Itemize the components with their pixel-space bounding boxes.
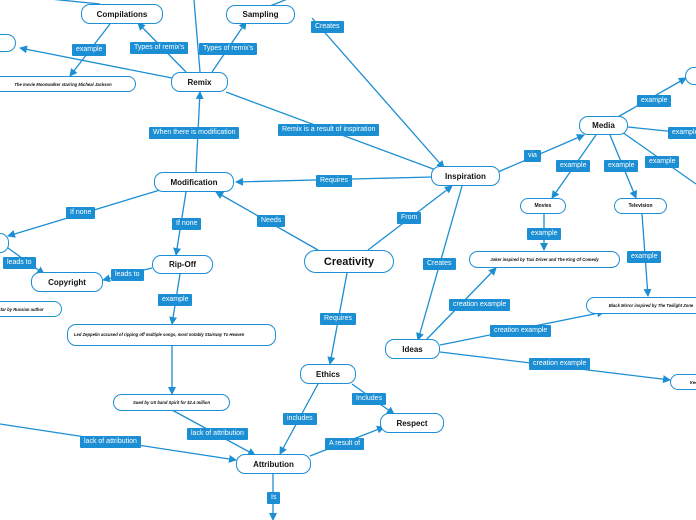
node-remix[interactable]: Remix bbox=[171, 72, 228, 92]
node-moonwalker[interactable]: The movie Moonwalker starring Micheal Ja… bbox=[0, 76, 136, 92]
label-creation-example-2: creation example bbox=[490, 325, 552, 337]
node-inspiration[interactable]: Inspiration bbox=[431, 166, 500, 186]
label-a-result-of: A result of bbox=[325, 438, 365, 450]
label-from: From bbox=[397, 212, 422, 224]
label-if-none-2: If none bbox=[172, 218, 202, 230]
label-example-zeppelin: example bbox=[158, 294, 193, 306]
node-zeppelin[interactable]: Led Zeppelin accused of ripping off mult… bbox=[67, 324, 276, 346]
label-includes-2: includes bbox=[283, 413, 317, 425]
node-attribution[interactable]: Attribution bbox=[236, 454, 311, 474]
label-types-of-remix-1: Types of remix's bbox=[130, 42, 189, 54]
label-if-none-1: If none bbox=[66, 207, 96, 219]
label-example-movies: example bbox=[556, 160, 591, 172]
node-media[interactable]: Media bbox=[579, 116, 628, 135]
node-keep[interactable]: Keep bbox=[670, 374, 696, 390]
node-sampling[interactable]: Sampling bbox=[226, 5, 295, 24]
node-sued[interactable]: Sued by US band Spirit for $2.4 million bbox=[113, 394, 230, 411]
label-example-tv: example bbox=[604, 160, 639, 172]
edge-sampling-top bbox=[269, 0, 287, 7]
node-copyright[interactable]: Copyright bbox=[31, 272, 103, 292]
edge-remix-left bbox=[19, 45, 173, 79]
edge-top-inspiration bbox=[311, 17, 445, 169]
node-creativity[interactable]: Creativity bbox=[304, 250, 394, 273]
label-creation-example-1: creation example bbox=[449, 299, 511, 311]
label-remix-result: Remix is a result of inspiration bbox=[278, 124, 380, 136]
edge-remix-top bbox=[193, 0, 201, 73]
label-example-left: example bbox=[72, 44, 107, 56]
edge-inspiration-media bbox=[497, 134, 585, 173]
label-requires-ethics: Requires bbox=[320, 313, 357, 325]
partial-node-top-left[interactable] bbox=[0, 34, 16, 52]
label-example-media-top: example bbox=[637, 95, 672, 107]
label-example-bm: example bbox=[627, 251, 662, 263]
node-ethics[interactable]: Ethics bbox=[300, 364, 356, 384]
label-example-media-far: example bbox=[645, 156, 680, 168]
label-requires-modification: Requires bbox=[316, 175, 353, 187]
label-creates-top: Creates bbox=[311, 21, 344, 33]
edge-compilations-top bbox=[53, 0, 101, 5]
partial-node-top-right[interactable] bbox=[685, 67, 696, 85]
label-creates-ideas: Creates bbox=[423, 258, 456, 270]
label-includes-1: Includes bbox=[352, 393, 387, 405]
label-needs: Needs bbox=[257, 215, 286, 227]
node-joker[interactable]: Joker inspired by Taxi Driver and The Ki… bbox=[469, 251, 620, 268]
label-lack-of-attribution-2: lack of attribution bbox=[187, 428, 248, 440]
label-creation-example-3: creation example bbox=[529, 358, 591, 370]
node-russian-author[interactable]: star by Russian author bbox=[0, 301, 62, 317]
node-modification[interactable]: Modification bbox=[154, 172, 234, 192]
label-via: via bbox=[524, 150, 541, 162]
label-example-media-right: example bbox=[668, 127, 696, 139]
label-leads-to-2: leads to bbox=[111, 269, 144, 281]
node-television[interactable]: Television bbox=[614, 198, 667, 214]
label-example-joker: example bbox=[527, 228, 562, 240]
node-ripoff[interactable]: Rip-Off bbox=[152, 255, 213, 274]
node-compilations[interactable]: Compilations bbox=[81, 4, 163, 24]
label-when-modification: When there is modification bbox=[149, 127, 240, 139]
node-black-mirror[interactable]: Black Mirror inspired by The Twilight Zo… bbox=[586, 297, 696, 314]
node-ideas[interactable]: Ideas bbox=[385, 339, 440, 359]
label-lack-of-attribution-1: lack of attribution bbox=[80, 436, 141, 448]
label-types-of-remix-2: Types of remix's bbox=[199, 43, 258, 55]
label-is: Is bbox=[267, 492, 281, 504]
label-leads-to-1: leads to bbox=[3, 257, 36, 269]
node-movies[interactable]: Movies bbox=[520, 198, 566, 214]
node-respect[interactable]: Respect bbox=[380, 413, 444, 433]
